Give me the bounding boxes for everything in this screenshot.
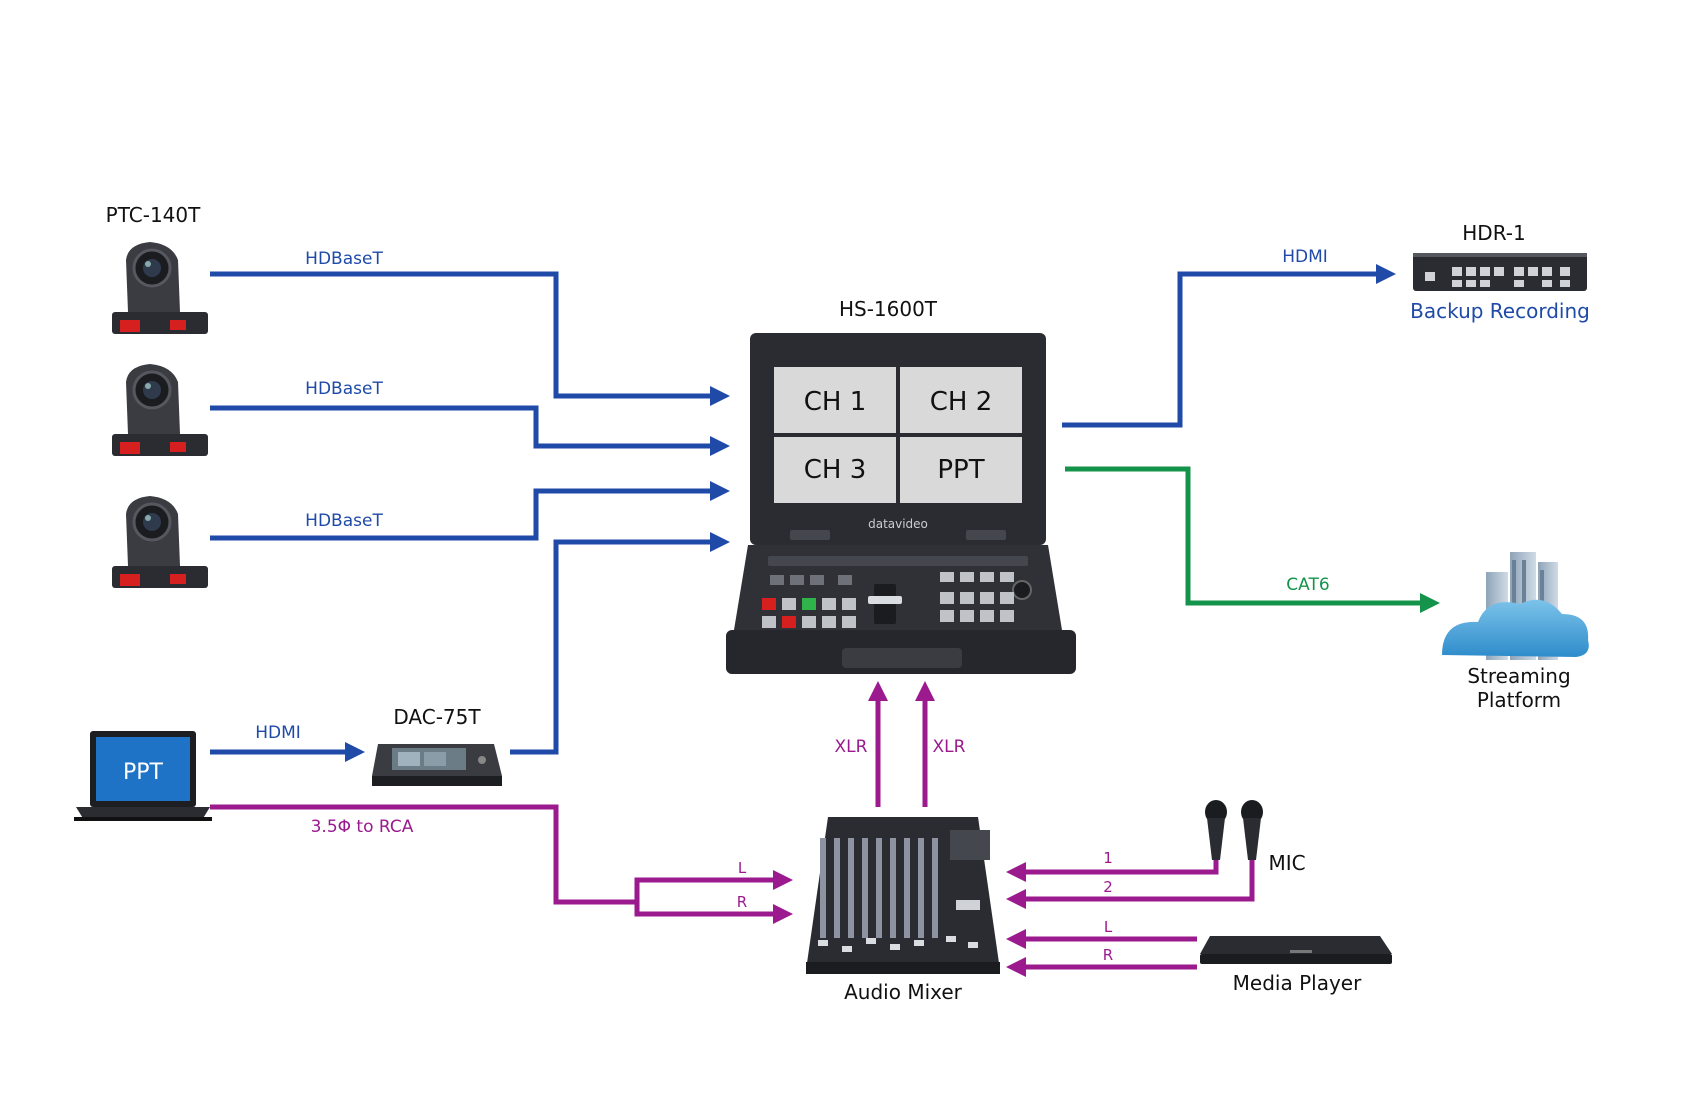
recorder-label: HDMI xyxy=(1282,247,1328,267)
laptop-L-line xyxy=(634,870,793,902)
laptop-audio-label: 3.5Φ to RCA xyxy=(311,817,414,837)
multiview-ch3: CH 3 xyxy=(804,455,867,485)
laptop-audio-line xyxy=(210,804,637,905)
switcher-model-label: HS-1600T xyxy=(839,297,938,321)
laptop-L-label: L xyxy=(738,859,747,877)
blue-connections xyxy=(210,264,1396,762)
converter-model-label: DAC-75T xyxy=(393,705,481,729)
mic1-line xyxy=(1006,860,1219,882)
media-player-icon xyxy=(1200,936,1392,964)
player-R-label: R xyxy=(1103,946,1113,964)
switcher-control-panel xyxy=(762,556,1032,628)
stream-label: CAT6 xyxy=(1286,575,1329,595)
mic2-label: 2 xyxy=(1103,878,1113,896)
multiview-ch4: PPT xyxy=(937,455,984,485)
recorder-icon xyxy=(1413,253,1587,291)
mic2-line xyxy=(1006,860,1255,909)
microphone-icon xyxy=(1205,800,1263,860)
cam2-line xyxy=(210,405,730,456)
multiview-ch2: CH 2 xyxy=(930,387,993,417)
camera-model-label: PTC-140T xyxy=(106,203,201,227)
multiview-ch1: CH 1 xyxy=(804,387,867,417)
mic-label: MIC xyxy=(1268,851,1305,875)
ptz-camera-icon xyxy=(112,496,208,588)
xlr-right-label: XLR xyxy=(933,737,966,757)
ptz-camera-icon xyxy=(112,242,208,334)
cam1-label: HDBaseT xyxy=(305,249,383,269)
converter-icon xyxy=(372,744,502,786)
ptz-camera-icon xyxy=(112,364,208,456)
laptop-R-line xyxy=(634,902,793,924)
recorder-role-label: Backup Recording xyxy=(1410,299,1590,323)
audio-mixer-icon xyxy=(806,817,1000,974)
cam3-label: HDBaseT xyxy=(305,511,383,531)
cam3-line xyxy=(210,481,730,541)
audio-connections xyxy=(210,681,1255,977)
player-L-label: L xyxy=(1104,918,1113,936)
recorder-line xyxy=(1062,264,1396,428)
laptop-icon xyxy=(74,731,212,821)
laptop-screen-text: PPT xyxy=(123,760,164,785)
laptop-hdmi-label: HDMI xyxy=(255,723,301,743)
streaming-label-line2: Platform xyxy=(1477,688,1561,712)
cam1-line xyxy=(210,271,730,406)
laptop-R-label: R xyxy=(737,893,747,911)
xlr-left-label: XLR xyxy=(835,737,868,757)
converter-line xyxy=(510,532,730,755)
cloud-icon xyxy=(1442,552,1589,660)
switcher-brand-logo: datavideo xyxy=(868,517,928,531)
mic1-label: 1 xyxy=(1103,849,1113,867)
cam2-label: HDBaseT xyxy=(305,379,383,399)
stream-line xyxy=(1065,466,1440,613)
switcher-icon xyxy=(726,333,1076,674)
recorder-model-label: HDR-1 xyxy=(1462,221,1525,245)
media-player-label: Media Player xyxy=(1233,971,1362,995)
mixer-label: Audio Mixer xyxy=(844,980,963,1004)
streaming-label-line1: Streaming xyxy=(1467,664,1570,688)
